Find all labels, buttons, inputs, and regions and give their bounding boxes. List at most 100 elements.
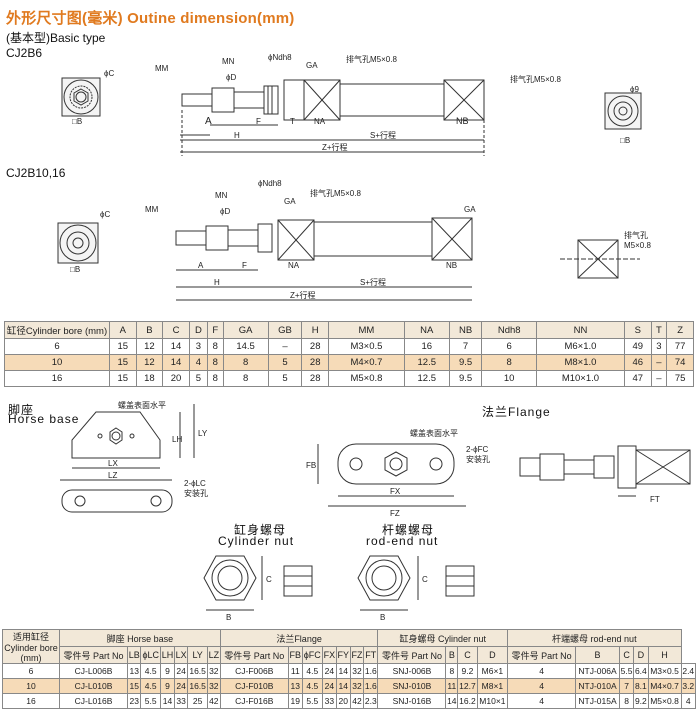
column-header: Ndh8	[481, 321, 537, 339]
table-cell: 1.6	[363, 678, 379, 694]
table-cell: 2.3	[363, 693, 379, 709]
table-cell: M6×1	[476, 663, 509, 679]
cylinder-nut-drawing	[203, 555, 313, 611]
table-cell: 2.4	[680, 663, 697, 679]
column-header: F	[206, 321, 224, 339]
label-port-5: M5×0.8	[624, 241, 651, 250]
table-cell: 14	[162, 354, 190, 371]
column-header: LY	[187, 646, 208, 664]
table-cell: 16.5	[187, 678, 208, 694]
table-cell: M5×0.8	[328, 370, 405, 387]
table-cell: 28	[301, 354, 330, 371]
cj2b10-rod-end-view	[57, 222, 99, 264]
table-cell: 9.5	[448, 354, 483, 371]
table-cell: 32	[206, 663, 221, 679]
table-cell: 5.5	[618, 663, 635, 679]
column-header: LZ	[206, 646, 221, 664]
flange-drawing	[317, 443, 466, 507]
column-header: C	[162, 321, 190, 339]
table-cell: 24	[321, 663, 337, 679]
column-header: 零件号 Part No	[58, 646, 129, 664]
label-z-stroke: Z+行程	[322, 142, 348, 152]
table-cell: NTJ-006A	[575, 663, 620, 679]
label-b-nut: B	[226, 613, 231, 622]
label-port-3: 排气孔M5×0.8	[310, 188, 361, 198]
table-cell: 12	[135, 338, 164, 355]
table-cell: 3.2	[680, 678, 697, 694]
label-mn: MN	[222, 57, 235, 66]
table-cell: 8.1	[633, 678, 649, 694]
table-cell: 10	[2, 678, 60, 694]
table-cell: 24	[173, 678, 189, 694]
column-header: 零件号 Part No	[219, 646, 289, 664]
column-header: A	[109, 321, 137, 339]
table-cell: 5.5	[140, 693, 161, 709]
table-cell: M10×1.0	[535, 370, 625, 387]
group-header: 适用缸径 Cylinder bore (mm)	[2, 629, 60, 664]
label-lx: LX	[108, 459, 118, 468]
label-mm-2: MM	[145, 205, 159, 214]
label-cap-level: 螺盖表面水平	[118, 400, 166, 410]
label-lz: LZ	[108, 471, 117, 480]
table-cell: 28	[301, 370, 330, 387]
table-cell: M3×0.5	[647, 663, 682, 679]
column-header: C	[457, 646, 478, 664]
column-header: T	[650, 321, 668, 339]
table-cell: 14	[335, 678, 351, 694]
table-cell: 15	[127, 678, 142, 694]
label-s-stroke: S+行程	[370, 130, 396, 140]
label-b-rodnut: B	[380, 613, 385, 622]
table-cell: 8	[206, 354, 224, 371]
table-cell: 15	[109, 338, 137, 355]
table-cell: 7	[448, 338, 483, 355]
table-cell: 6	[2, 663, 60, 679]
label-mount-hole: 安装孔	[184, 488, 208, 498]
column-header: NB	[448, 321, 483, 339]
table-cell: 24	[321, 678, 337, 694]
label-a-2: A	[198, 261, 204, 270]
label-port-4: 排气孔	[624, 230, 648, 240]
table-cell: 42	[206, 693, 221, 709]
label-mm: MM	[155, 64, 169, 73]
table-cell: 75	[666, 370, 694, 387]
column-header: D	[633, 646, 649, 664]
table-cell: 32	[349, 678, 365, 694]
label-fz: FZ	[390, 509, 400, 518]
label-port: 排气孔M5×0.8	[346, 54, 397, 64]
table-cell: –	[267, 338, 303, 355]
label-square-b-2: □B	[620, 136, 630, 145]
table-cell: –	[650, 354, 668, 371]
table-cell: SNJ-006B	[377, 663, 447, 679]
label-nb: NB	[456, 116, 469, 126]
table-cell: 32	[206, 678, 221, 694]
column-header: ϕFC	[301, 646, 323, 664]
cj2b10-cap-end-view	[560, 239, 640, 279]
column-header: C	[618, 646, 635, 664]
table-cell: 4.5	[301, 678, 323, 694]
table-cell: CJ-F006B	[219, 663, 289, 679]
table-cell: 13	[127, 663, 142, 679]
table-cell: NTJ-010A	[575, 678, 620, 694]
column-header: D	[188, 321, 208, 339]
table-cell: 6	[4, 338, 110, 355]
column-header: S	[623, 321, 652, 339]
horse-base-title-cn: 脚座	[8, 403, 35, 417]
table-cell: 16.2	[457, 693, 478, 709]
label-c-rodnut: C	[422, 575, 428, 584]
group-header: 杆端螺母 rod-end nut	[507, 629, 682, 647]
rod-nut-title-en: rod-end nut	[366, 534, 439, 548]
column-header: NN	[535, 321, 625, 339]
table-cell: M5×0.8	[647, 693, 682, 709]
table-cell: M4×0.7	[647, 678, 682, 694]
label-a: A	[205, 116, 212, 127]
table-cell: 4	[188, 354, 208, 371]
cj2b6-rod-end-view	[61, 77, 101, 117]
column-header: 缸径Cylinder bore (mm)	[4, 321, 110, 339]
table-cell: 4.5	[301, 663, 323, 679]
table-cell: 5	[267, 370, 303, 387]
column-header: H	[647, 646, 682, 664]
